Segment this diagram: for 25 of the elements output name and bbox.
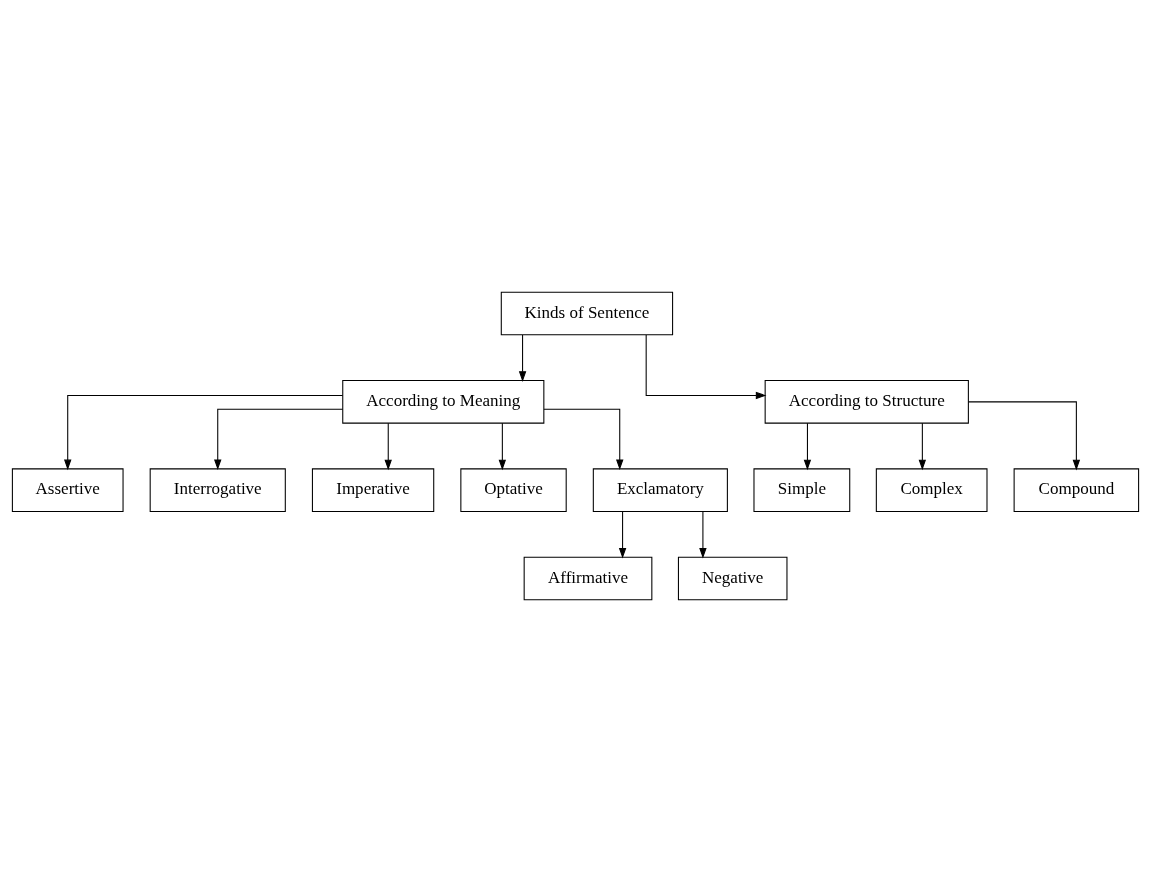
- node-box: Kinds of Sentence: [500, 291, 674, 336]
- node-box: Complex: [875, 468, 988, 512]
- node-box: According to Meaning: [342, 380, 545, 424]
- node-box: Compound: [1013, 468, 1140, 512]
- node-box: According to Structure: [764, 380, 969, 424]
- arrow: [543, 408, 624, 471]
- node-box: Imperative: [311, 468, 435, 512]
- arrow: [618, 511, 627, 559]
- arrow: [699, 511, 707, 559]
- arrow: [918, 422, 927, 471]
- node-box: Assertive: [11, 468, 124, 512]
- arrow: [967, 401, 1081, 471]
- arrow: [803, 422, 812, 471]
- arrow: [645, 334, 767, 400]
- arrow: [64, 394, 344, 471]
- node-box: Exclamatory: [592, 468, 728, 512]
- node-box: Interrogative: [149, 468, 286, 512]
- arrow: [384, 422, 392, 471]
- node-box: Negative: [677, 556, 788, 601]
- arrow: [518, 334, 527, 382]
- arrow: [214, 408, 344, 471]
- node-box: Affirmative: [523, 556, 653, 601]
- arrow: [498, 422, 507, 471]
- node-box: Optative: [460, 468, 567, 512]
- node-box: Simple: [753, 468, 851, 512]
